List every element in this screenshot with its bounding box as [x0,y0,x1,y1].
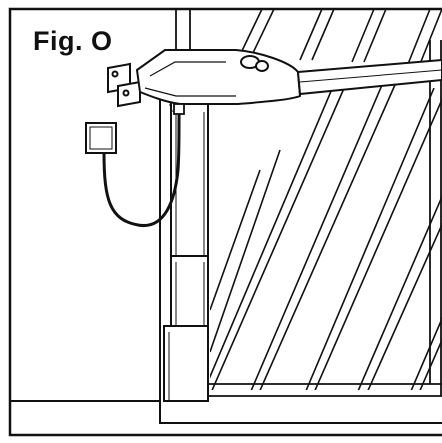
ground-base [10,400,442,424]
mounting-bracket [107,62,141,108]
opener-arm [296,58,442,96]
frame-border [8,7,442,437]
gate-bottom-rail [195,64,442,397]
junction-box [85,122,117,154]
power-cable [102,94,182,227]
gate-top-slats [239,8,442,65]
figure-label: Fig. O [30,22,116,60]
gate-stile [175,9,191,54]
cable-connector [173,103,185,115]
gate-post [163,97,209,402]
gate-right-upright [429,40,442,396]
gate-slats [210,69,442,390]
opener-motor [135,49,302,113]
